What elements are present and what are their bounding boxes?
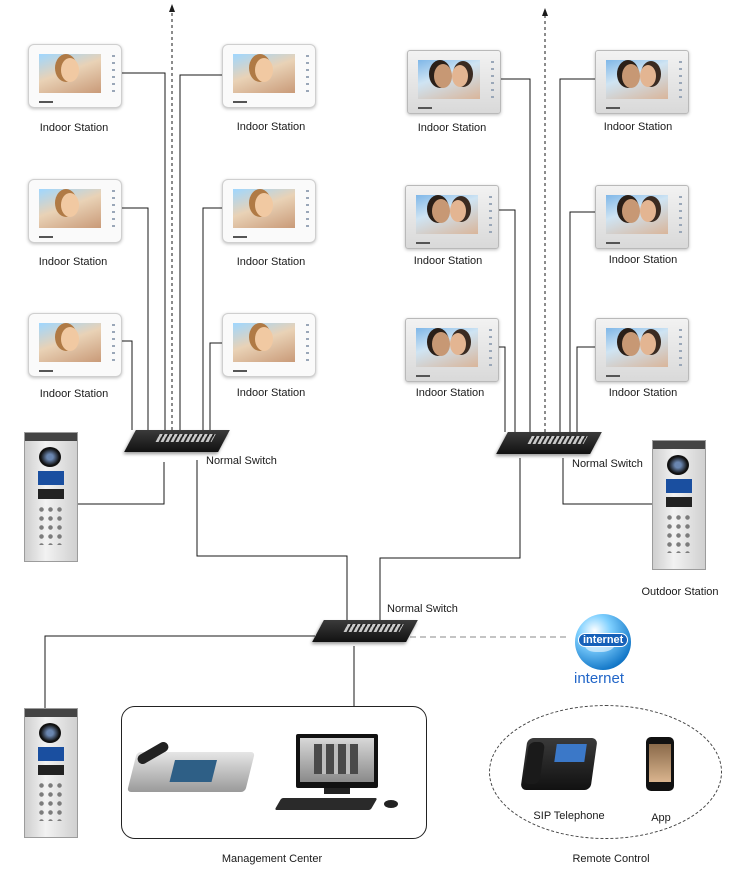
internet-label: internet xyxy=(574,670,625,687)
sip-telephone-icon xyxy=(520,738,598,790)
wire-left-indoor-1 xyxy=(121,72,166,430)
indoor-station-right-6 xyxy=(595,318,689,382)
wire-main-to-left-outdoor xyxy=(44,635,315,708)
indoor-station-right-2 xyxy=(405,185,499,249)
indoor-station-left-5 xyxy=(222,179,316,243)
normal-switch-main xyxy=(312,620,418,642)
indoor-station-label: Indoor Station xyxy=(39,388,109,400)
wire-left-indoor-6 xyxy=(209,342,222,430)
normal-switch-right xyxy=(496,432,602,454)
normal-switch-right-label: Normal Switch xyxy=(572,458,643,470)
outdoor-station-label: Outdoor Station xyxy=(641,586,719,598)
wire-left-indoor-3 xyxy=(121,340,133,430)
mouse-icon xyxy=(384,800,398,808)
indoor-station-label: Indoor Station xyxy=(415,387,485,399)
indoor-station-label: Indoor Station xyxy=(236,387,306,399)
keyboard-icon xyxy=(274,798,378,810)
wire-left-indoor-4 xyxy=(179,74,222,430)
indoor-station-label: Indoor Station xyxy=(236,121,306,133)
computer-monitor-icon xyxy=(296,734,378,788)
indoor-station-right-4 xyxy=(595,50,689,114)
normal-switch-left-label: Normal Switch xyxy=(206,455,277,467)
wire-right-indoor-6 xyxy=(576,346,595,432)
indoor-station-label: Indoor Station xyxy=(38,256,108,268)
wire-left-indoor-2 xyxy=(121,207,149,430)
uplink-left-arrow xyxy=(169,4,175,12)
indoor-station-label: Indoor Station xyxy=(39,122,109,134)
app-label: App xyxy=(651,812,671,824)
indoor-station-left-2 xyxy=(28,179,122,243)
internet-badge: internet xyxy=(578,633,629,647)
wire-left-switch-to-main xyxy=(196,460,348,620)
normal-switch-main-label: Normal Switch xyxy=(387,603,458,615)
indoor-station-left-6 xyxy=(222,313,316,377)
indoor-station-right-1 xyxy=(407,50,501,114)
wire-right-switch-to-main xyxy=(379,458,521,620)
management-center-label: Management Center xyxy=(221,853,323,865)
indoor-station-label: Indoor Station xyxy=(608,387,678,399)
smartphone-app-icon xyxy=(646,737,674,791)
indoor-station-label: Indoor Station xyxy=(417,122,487,134)
wire-right-indoor-3 xyxy=(497,346,506,432)
wire-left-indoor-5 xyxy=(202,207,222,430)
remote-control-group xyxy=(489,705,722,839)
monitor-stand xyxy=(324,788,350,794)
indoor-station-right-3 xyxy=(405,318,499,382)
wire-right-indoor-5 xyxy=(569,211,595,432)
wire-right-indoor-4 xyxy=(559,78,595,432)
outdoor-station-left xyxy=(24,432,78,562)
indoor-station-left-3 xyxy=(28,313,122,377)
indoor-station-left-1 xyxy=(28,44,122,108)
wire-right-indoor-2 xyxy=(497,209,516,432)
wire-right-outdoor xyxy=(562,458,652,505)
indoor-station-label: Indoor Station xyxy=(413,255,483,267)
normal-switch-left xyxy=(124,430,230,452)
wire-left-outdoor xyxy=(76,462,165,505)
wire-right-indoor-1 xyxy=(497,78,531,432)
management-center-panel xyxy=(121,706,427,839)
uplink-right-arrow xyxy=(542,8,548,16)
outdoor-station-bottom xyxy=(24,708,78,838)
indoor-station-right-5 xyxy=(595,185,689,249)
sip-telephone-label: SIP Telephone xyxy=(533,810,605,822)
indoor-station-label: Indoor Station xyxy=(608,254,678,266)
remote-control-label: Remote Control xyxy=(572,853,650,865)
outdoor-station-right xyxy=(652,440,706,570)
indoor-station-label: Indoor Station xyxy=(603,121,673,133)
indoor-station-left-4 xyxy=(222,44,316,108)
indoor-station-label: Indoor Station xyxy=(236,256,306,268)
